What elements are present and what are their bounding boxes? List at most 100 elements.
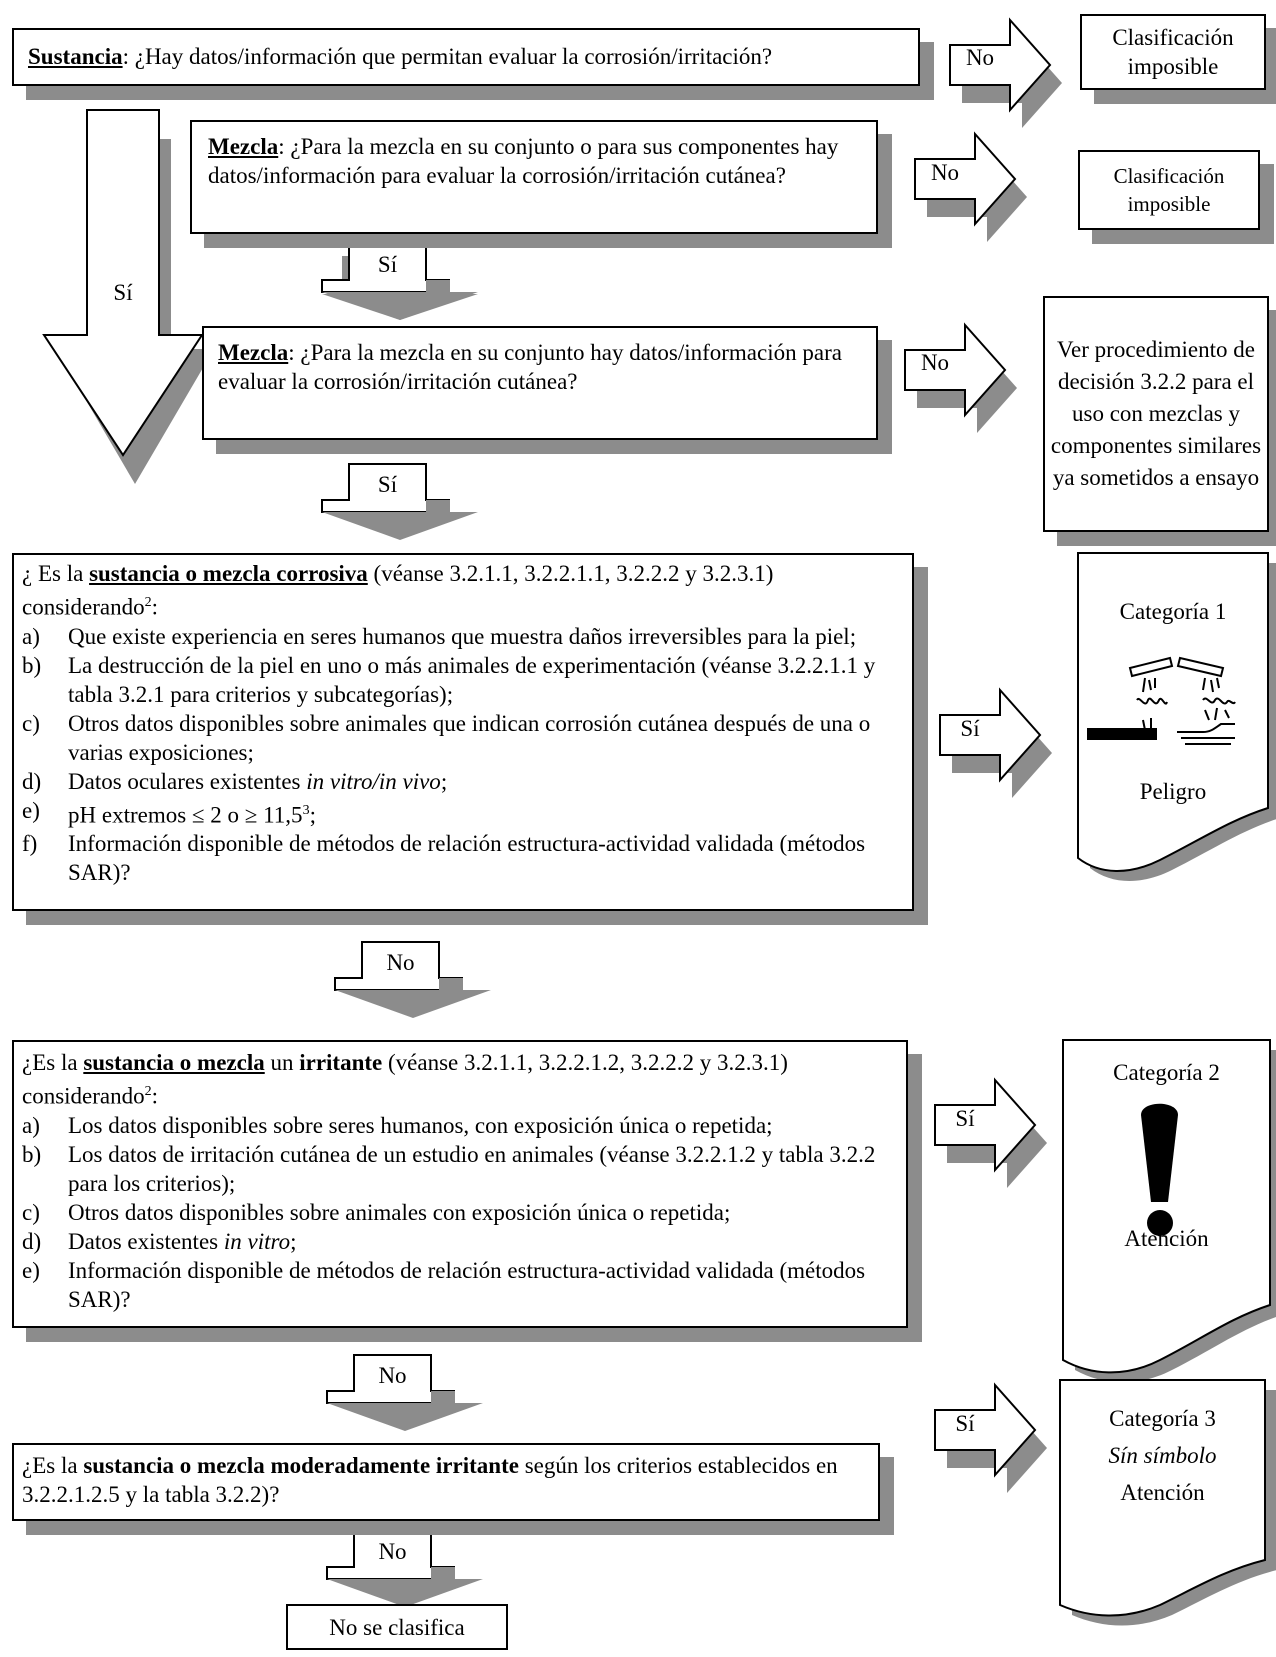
q2-text: : ¿Para la mezcla en su conjunto o para …: [208, 134, 839, 188]
result-not-classified: No se clasifica: [286, 1604, 508, 1650]
cat3-signal-word: Atención: [1120, 1480, 1205, 1505]
item-text: Los datos de irritación cutánea de un es…: [68, 1141, 876, 1196]
list-item: b) La destrucción de la piel en uno o más…: [22, 651, 904, 709]
q4-heading: ¿ Es la sustancia o mezcla corrosiva (vé…: [22, 559, 904, 622]
q4-bold: sustancia o mezcla corrosiva: [89, 561, 368, 586]
list-item: a) Que existe experiencia en seres humano…: [22, 622, 904, 651]
q5-mid: un: [264, 1050, 300, 1075]
cat3-subtitle: Sín símbolo: [1108, 1443, 1217, 1468]
q5-bold-underlined: sustancia o mezcla: [83, 1050, 265, 1075]
list-item: d) Datos existentes in vitro;: [22, 1227, 898, 1256]
q3-lead: Mezcla: [218, 340, 289, 365]
q5-heading: ¿Es la sustancia o mezcla un irritante (…: [22, 1048, 898, 1111]
exclamation-mark-icon: [1141, 1103, 1178, 1236]
item-text: Datos existentes in vitro;: [68, 1227, 898, 1256]
list-item: c) Otros datos disponibles sobre animales…: [22, 1198, 898, 1227]
item-key: d): [22, 1228, 42, 1254]
item-key: e): [22, 797, 40, 823]
item-key: c): [22, 1199, 40, 1225]
arrow-si-5: [934, 1382, 1047, 1493]
arrow-si-big: [42, 109, 214, 484]
arrow-no-1: [949, 17, 1062, 128]
q4-pre: ¿ Es la: [22, 561, 90, 586]
item-text: Los datos disponibles sobre seres humano…: [68, 1112, 773, 1138]
arrow-no-3-label: No: [920, 350, 950, 375]
arrow-no-3: [904, 322, 1017, 433]
item-text-italic: in vitro: [223, 1228, 291, 1254]
item-sup: 3: [302, 802, 310, 818]
q5-colon: :: [151, 1083, 159, 1109]
result-classification-impossible-1: Clasificación imposible: [1080, 14, 1266, 90]
cat1-document: [1077, 552, 1276, 881]
item-text: Datos oculares existentes in vitro/in vi…: [68, 767, 904, 796]
arrow-si-2: [939, 687, 1052, 798]
question-substance-data: Sustancia: ¿Hay datos/información que pe…: [12, 28, 920, 86]
item-text: La destrucción de la piel en uno o más a…: [68, 652, 876, 707]
item-text: Información disponible de métodos de rel…: [68, 1257, 866, 1312]
question-corrosive: ¿ Es la sustancia o mezcla corrosiva (vé…: [12, 553, 914, 911]
question-irritant: ¿Es la sustancia o mezcla un irritante (…: [12, 1040, 908, 1328]
cat1-title: Categoría 1: [1119, 599, 1227, 624]
arrow-no-5: [326, 1354, 483, 1431]
item-key: a): [22, 623, 40, 649]
q4-colon: :: [151, 594, 159, 620]
arrow-no-2-label: No: [930, 160, 960, 185]
item-text: Otros datos disponibles sobre animales c…: [68, 1199, 731, 1225]
q4-sup: 2: [144, 595, 152, 610]
cat1-signal-word: Peligro: [1139, 779, 1207, 804]
item-text-main: Datos oculares existentes: [68, 768, 307, 794]
cat3-title: Categoría 3: [1109, 1406, 1216, 1431]
item-key: f): [22, 831, 38, 857]
arrow-si-3-label: Sí: [377, 472, 398, 497]
cat2-title: Categoría 2: [1113, 1060, 1220, 1085]
item-key: a): [22, 1112, 40, 1138]
item-key: d): [22, 768, 42, 794]
item-key: e): [22, 1257, 40, 1283]
q4-post: (véanse 3.2.1.1, 3.2.2.1.1, 3.2.2.2 y 3.…: [22, 561, 774, 620]
q2-lead: Mezcla: [208, 134, 279, 159]
q5-sup: 2: [144, 1084, 152, 1099]
list-item: e) pH extremos ≤ 2 o ≥ 11,53;: [22, 796, 904, 830]
arrow-si-5-label: Sí: [955, 1411, 975, 1436]
item-text: Que existe experiencia en seres humanos …: [68, 623, 857, 649]
item-text-main: pH extremos ≤ 2 o ≥ 11,5: [68, 802, 303, 828]
item-text-end: ;: [290, 1228, 297, 1254]
question-mixture-components: Mezcla: ¿Para la mezcla en su conjunto o…: [190, 120, 878, 234]
result-1-text: Clasificación imposible: [1112, 25, 1234, 79]
list-item: d) Datos oculares existentes in vitro/in …: [22, 767, 904, 796]
item-key: b): [22, 652, 42, 678]
item-text: Información disponible de métodos de rel…: [68, 831, 866, 886]
arrow-si-4-label: Sí: [955, 1106, 975, 1131]
cat2-signal-word: Atención: [1124, 1226, 1209, 1251]
item-key: c): [22, 710, 40, 736]
item-text: Otros datos disponibles sobre animales q…: [68, 710, 871, 765]
q5-bold: irritante: [299, 1050, 383, 1075]
list-item: f) Información disponible de métodos de r…: [22, 829, 904, 887]
q6-bold: sustancia o mezcla moderadamente irritan…: [83, 1453, 519, 1478]
list-item: a) Los datos disponibles sobre seres huma…: [22, 1111, 898, 1140]
item-text-end: ;: [440, 768, 448, 794]
list-item: b) Los datos de irritación cutánea de un …: [22, 1140, 898, 1198]
item-text-main: Datos existentes: [68, 1228, 224, 1254]
q4-criteria-list: a) Que existe experiencia en seres humano…: [22, 622, 904, 888]
result-see-procedure-3-2-2: Ver procedimiento de decisión 3.2.2 para…: [1043, 296, 1269, 532]
corrosion-pictogram-icon: [1087, 656, 1236, 745]
question-moderately-irritant: ¿Es la sustancia o mezcla moderadamente …: [12, 1443, 880, 1521]
q1-text: : ¿Hay datos/información que permitan ev…: [122, 44, 773, 69]
item-text-italic: in vitro/in vivo: [306, 768, 441, 794]
result-3-text: Ver procedimiento de decisión 3.2.2 para…: [1050, 337, 1262, 490]
list-item: e) Información disponible de métodos de r…: [22, 1256, 898, 1314]
arrow-no-1-label: No: [965, 45, 995, 70]
item-key: b): [22, 1141, 42, 1167]
arrow-si-1-label: Sí: [377, 252, 398, 277]
q5-post: (véanse 3.2.1.1, 3.2.2.1.2, 3.2.2.2 y 3.…: [22, 1050, 788, 1109]
arrow-si-3: [321, 463, 478, 540]
q5-criteria-list: a) Los datos disponibles sobre seres huma…: [22, 1111, 898, 1314]
arrow-si-big-label: Sí: [113, 280, 133, 305]
arrow-no-6: [326, 1530, 483, 1607]
arrow-si-2-label: Sí: [960, 716, 980, 741]
final-text: No se clasifica: [329, 1614, 465, 1640]
item-text-end: ;: [309, 802, 316, 828]
cat3-document: [1059, 1379, 1276, 1626]
